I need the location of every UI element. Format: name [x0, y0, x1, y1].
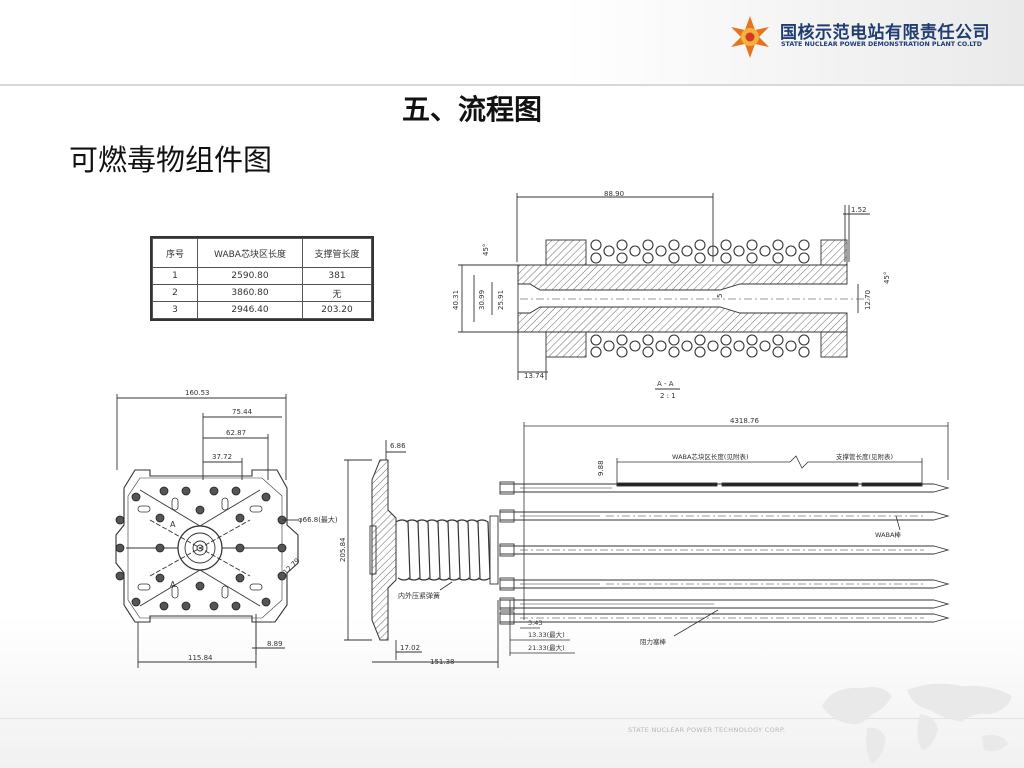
dim-5: 5 [716, 294, 724, 298]
angle-45-right: 45° [883, 272, 891, 284]
dim-160-53: 160.53 [185, 389, 210, 397]
table-row: 2 3860.80 无 [152, 284, 372, 302]
world-map-icon [822, 683, 1012, 764]
dim-75-44: 75.44 [232, 408, 253, 416]
waba-length-label: WABA芯块区长度(见附表) [672, 452, 749, 461]
section-scale: 2 : 1 [660, 392, 676, 400]
rod-row [499, 481, 950, 495]
rod-view: 4318.76 9.88 WABA芯块区长度(见附表) 支撑管长度(见附表) W… [499, 417, 950, 656]
table-cell: 381 [302, 267, 372, 285]
dim-21-33: 21.33(最大) [528, 643, 565, 652]
dim-13-74: 13.74 [524, 372, 545, 380]
dim-6-86: 6.86 [390, 442, 406, 450]
label-a-bottom: A [170, 580, 176, 589]
table-row: 1 2590.80 381 [152, 267, 372, 285]
company-name-en: STATE NUCLEAR POWER DEMONSTRATION PLANT … [781, 41, 982, 48]
spring-label: 内外压紧弹簧 [398, 591, 440, 600]
dim-62-87: 62.87 [226, 429, 246, 437]
dim-12-70: 12.70 [864, 290, 872, 310]
dim-17-02: 17.02 [400, 644, 420, 652]
side-view: 6.86 205.84 内外压紧弹簧 17.02 151.38 [339, 440, 499, 668]
dim-30-99: 30.99 [478, 290, 486, 310]
page-subtitle: 可燃毒物组件图 [69, 143, 273, 177]
dim-dia-66-8: φ66.8(最大) [298, 515, 338, 524]
dim-88-90: 88.90 [604, 190, 624, 198]
spec-table: 序号 WABA芯块区长度 支撑管长度 1 2590.80 381 2 3860.… [150, 236, 374, 321]
company-name-cn: 国核示范电站有限责任公司 [780, 23, 990, 43]
table-cell: 203.20 [302, 301, 372, 319]
header-band [0, 0, 1024, 86]
dim-40-31: 40.31 [452, 290, 460, 310]
page-title: 五、流程图 [402, 93, 543, 126]
header-divider [0, 84, 1024, 86]
dim-12-79: 12.79 [282, 557, 302, 577]
section-label-aa: A - A [657, 380, 674, 388]
table-header-row: 序号 WABA芯块区长度 支撑管长度 [152, 238, 372, 268]
plug-rod-label: 阻力塞棒 [640, 637, 667, 646]
angle-45: 45° [482, 244, 490, 256]
dim-115-84: 115.84 [188, 654, 213, 662]
dim-13-33: 13.33(最大) [528, 630, 565, 639]
dim-3-43: 3.43 [528, 619, 542, 627]
dim-4318-76: 4318.76 [730, 417, 759, 425]
plan-view: 160.53 75.44 62.87 37.72 [115, 389, 338, 668]
dim-8-89: 8.89 [267, 640, 283, 648]
dim-9-88: 9.88 [597, 460, 605, 476]
dim-37-72: 37.72 [212, 453, 232, 461]
support-length-label: 支撑管长度(见附表) [836, 452, 893, 461]
waba-rod-label: WABA棒 [875, 530, 901, 539]
table-row: 3 2946.40 203.20 [152, 301, 372, 319]
dim-151-38: 151.38 [430, 658, 455, 666]
company-logo-icon [731, 16, 769, 58]
dim-205-84: 205.84 [339, 537, 347, 562]
dim-25-91: 25.91 [497, 290, 505, 310]
table-cell: 2946.40 [197, 301, 303, 319]
dim-1-52: 1.52 [851, 206, 867, 214]
section-view: 88.90 1.52 [452, 190, 891, 400]
footer-divider [0, 718, 1024, 719]
footer-text: STATE NUCLEAR POWER TECHNOLOGY CORP. [628, 726, 786, 734]
table-header-cell: 支撑管长度 [302, 238, 372, 268]
label-a-top: A [170, 520, 176, 529]
